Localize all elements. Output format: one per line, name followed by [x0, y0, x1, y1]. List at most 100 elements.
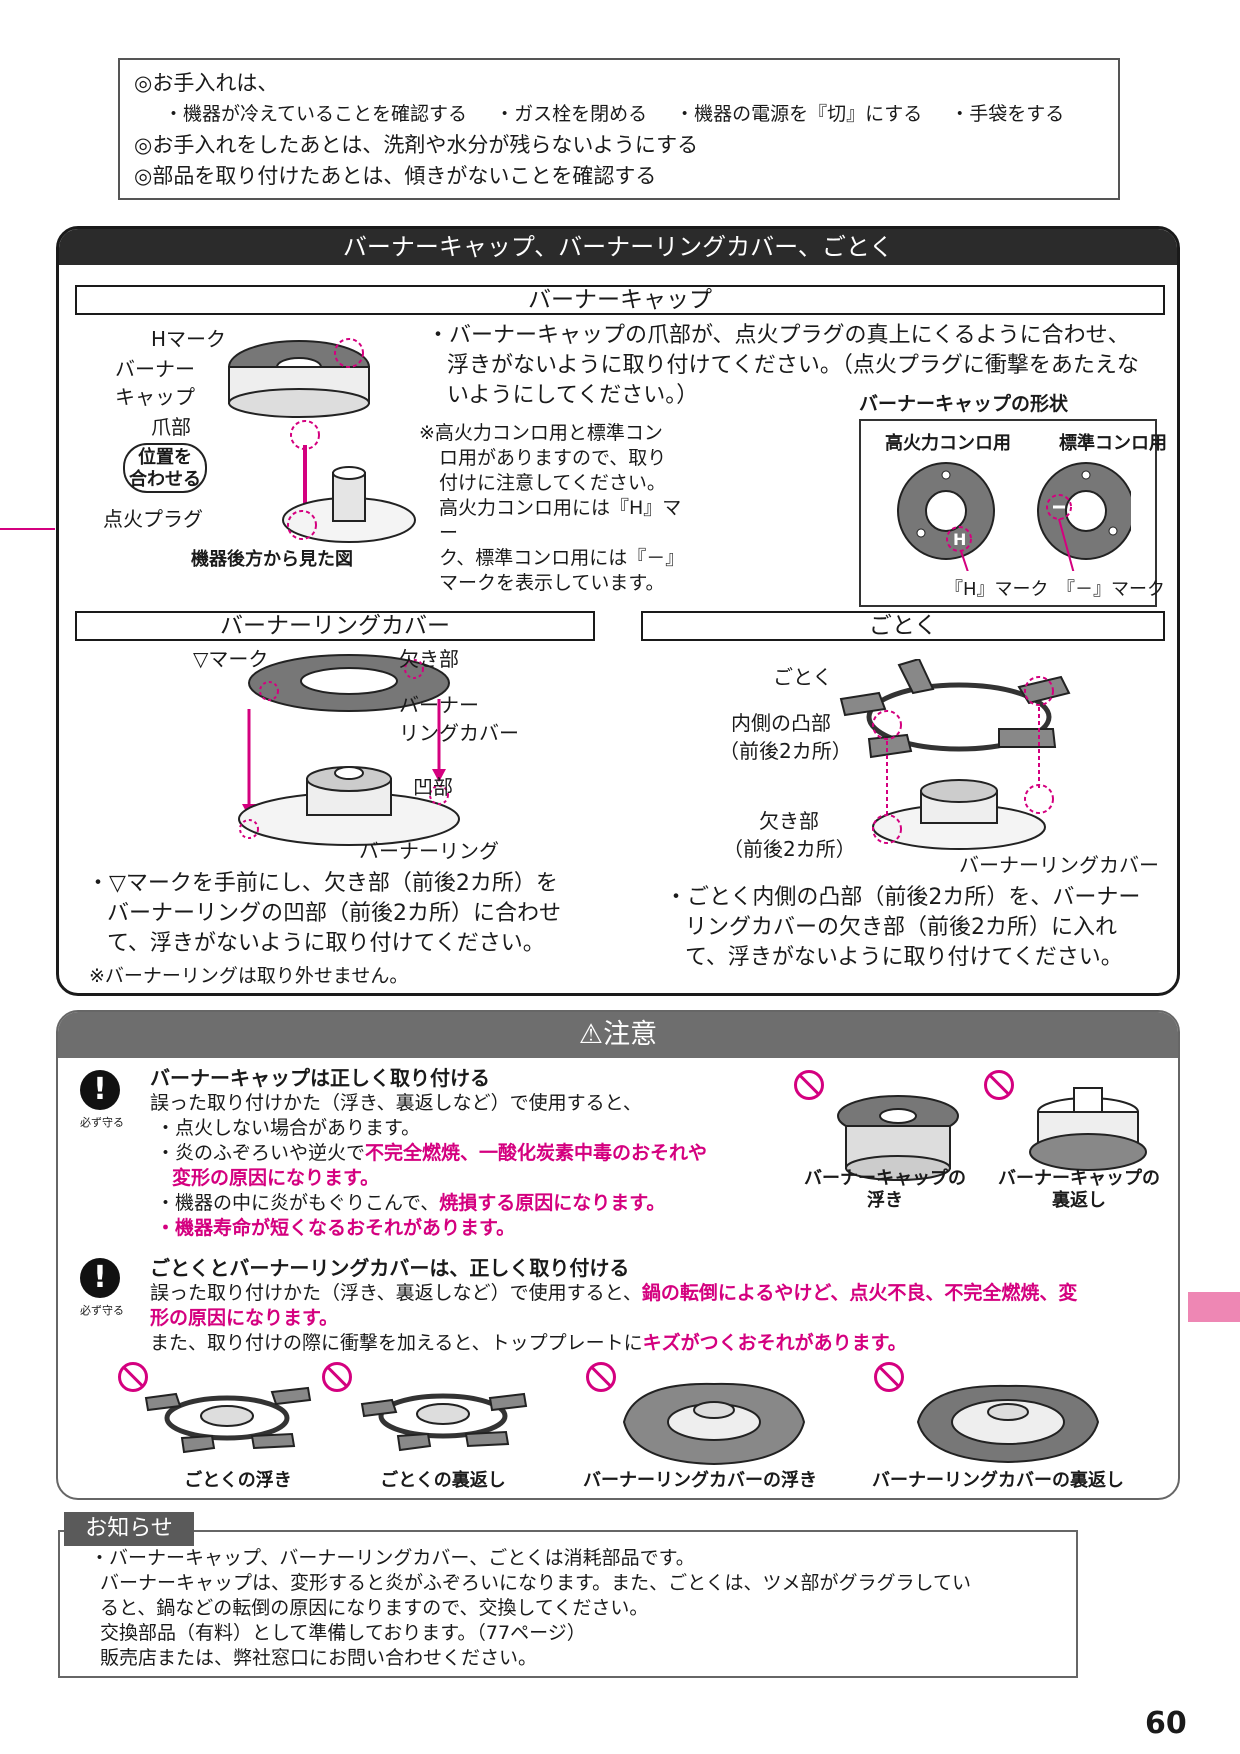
must-follow-icon: !	[80, 1258, 120, 1298]
shape-std-label: 標準コンロ用	[1059, 433, 1167, 454]
care-bullets: ・機器が冷えていることを確認する・ガス栓を閉める・機器の電源を『切』にする・手袋…	[134, 99, 1104, 130]
notice-line: 交換部品（有料）として準備しております。（77ページ）	[100, 1622, 586, 1644]
trivet-notch-label-1: 欠き部	[759, 809, 819, 833]
caution-1-b4-pink: ・機器寿命が短くなるおそれがあります。	[156, 1217, 516, 1239]
note-line: マークを表示しています。	[439, 572, 665, 594]
cover-flipped-illustration	[916, 1384, 1100, 1464]
ring-cover-label-2: リングカバー	[399, 721, 519, 745]
align-text-2: 合わせる	[129, 469, 201, 490]
care-line-4: ◎部品を取り付けたあとは、傾きがないことを確認する	[134, 164, 657, 188]
cover-flipped-caption: バーナーリングカバーの裏返し	[872, 1470, 1124, 1491]
h-mark-label: Hマーク	[151, 327, 227, 351]
prohibited-icon	[322, 1362, 352, 1392]
burner-cap-instruction: ・バーナーキャップの爪部が、点火プラグの真上にくるように合わせ、 浮きがないよう…	[427, 321, 1167, 411]
cap-flipped-caption: バーナーキャップの 裏返し	[984, 1168, 1174, 1212]
caution-1-b1: ・点火しない場合があります。	[156, 1117, 421, 1139]
caution-2-lead-pink2: 形の原因になります。	[150, 1307, 339, 1329]
claw-label: 爪部	[151, 415, 191, 439]
note-line: 高火力コンロ用には『H』マー	[439, 497, 682, 544]
plug-label: 点火プラグ	[103, 507, 203, 531]
cap-label-2: キャップ	[115, 385, 195, 409]
caution-1-b2-plain: ・炎のふぞろいや逆火で	[156, 1142, 366, 1164]
notch-label: 欠き部	[399, 647, 459, 671]
caution-item-1: バーナーキャップは正しく取り付ける 誤った取り付けかた（浮き、裏返しなど）で使用…	[150, 1066, 840, 1241]
burner-ring-label: バーナーリング	[359, 839, 499, 863]
cover-floating-caption: バーナーリングカバーの浮き	[583, 1470, 817, 1491]
caution-1-b2-pink2: 変形の原因になります。	[172, 1167, 380, 1189]
trivet-label: ごとく	[773, 665, 833, 689]
caution-1-b3-pink: 焼損する原因になります。	[439, 1192, 666, 1214]
caution-2-also-plain: また、取り付けの際に衝撃を加えると、トッププレートに	[150, 1332, 643, 1354]
align-badge: 位置を 合わせる	[123, 443, 207, 493]
notice-tab: お知らせ	[64, 1512, 194, 1546]
cap-floating-caption: バーナーキャップの 浮き	[790, 1168, 980, 1212]
caption-line: バーナーキャップの	[804, 1168, 966, 1189]
shape-title: バーナーキャップの形状	[859, 393, 1069, 415]
instruction-line: 浮きがないように取り付けてください。（点火プラグに衝撃をあたえな	[447, 353, 1139, 378]
cap-floating-illustration	[837, 1095, 959, 1181]
instruction-line: リングカバーの欠き部（前後2カ所）に入れ	[685, 915, 1117, 940]
instruction-line: て、浮きがないように取り付けてください。	[685, 945, 1123, 970]
instruction-line: ・▽マークを手前にし、欠き部（前後2カ所）を	[87, 871, 558, 896]
trivet-cover-label: バーナーリングカバー	[959, 853, 1159, 877]
recess-label: 凹部	[413, 775, 453, 799]
notice-line: ると、鍋などの転倒の原因になりますので、交換してください。	[100, 1597, 649, 1619]
parts-panel: バーナーキャップ、バーナーリングカバー、ごとく バーナーキャップ Hマーク バー…	[56, 226, 1180, 996]
caution-title: ⚠注意	[58, 1012, 1178, 1058]
care-line-3: ◎お手入れをしたあとは、洗剤や水分が残らないようにする	[134, 133, 699, 157]
h-mark-caption: 『H』マーク	[945, 579, 1049, 600]
note-line: 付けに注意してください。	[439, 472, 666, 494]
cap-label-1: バーナー	[115, 357, 195, 381]
burner-cap-note: ※高火力コンロ用と標準コン ロ用がありますので、取り 付けに注意してください。 …	[419, 421, 699, 596]
shape-box: 高火力コンロ用 標準コンロ用 H 『H』マーク 『－』マーク	[859, 419, 1167, 607]
note-line: ク、標準コンロ用には『－』	[439, 547, 685, 569]
caution-panel: ⚠注意 ! 必ず守る バーナーキャップは正しく取り付ける 誤った取り付けかた（浮…	[56, 1010, 1180, 1500]
caution-1-b3-plain: ・機器の中に炎がもぐりこんで、	[156, 1192, 440, 1214]
margin-marker	[0, 528, 55, 530]
prohibited-icon	[118, 1362, 148, 1392]
tri-mark-label: ▽マーク	[193, 647, 269, 671]
caution-2-also-pink: キズがつくおそれがあります。	[642, 1332, 907, 1354]
trivet-illustration	[839, 659, 1071, 850]
cap-shape-icons: H	[897, 462, 1131, 571]
instruction-line: バーナーリングの凹部（前後2カ所）に合わせ	[107, 901, 561, 926]
caution-1-b2-pink: 不完全燃焼、一酸化炭素中毒のおそれや	[365, 1142, 708, 1164]
caution-2-lead-plain: 誤った取り付けかた（浮き、裏返しなど）で使用すると、	[150, 1282, 642, 1304]
cap-flipped-illustration	[1029, 1087, 1147, 1171]
inner-boss-label-1: 内側の凸部	[731, 711, 831, 735]
care-bullet: ・ガス栓を閉める	[495, 103, 648, 125]
burner-cap-illustration	[228, 338, 416, 543]
instruction-line: ・ごとく内側の凸部（前後2カ所）を、バーナー	[665, 885, 1141, 910]
trivet-floating-caption: ごとくの浮き	[184, 1470, 292, 1491]
note-line: ロ用がありますので、取り	[439, 447, 667, 469]
caution-2-lead-pink: 鍋の転倒によるやけど、点火不良、不完全燃焼、変	[641, 1282, 1078, 1304]
must-follow-icon: !	[80, 1070, 120, 1110]
caution-1-heading: バーナーキャップは正しく取り付ける	[150, 1066, 490, 1090]
trivet-instruction: ・ごとく内側の凸部（前後2カ所）を、バーナー リングカバーの欠き部（前後2カ所）…	[665, 883, 1165, 973]
ring-cover-label-1: バーナー	[399, 693, 479, 717]
ring-cover-illustration	[238, 654, 460, 846]
h-mark-letter: H	[953, 530, 966, 549]
trivet-heading: ごとく	[641, 611, 1165, 641]
care-line-1: ◎お手入れは、	[134, 71, 279, 95]
caution-item-2: ごとくとバーナーリングカバーは、正しく取り付ける 誤った取り付けかた（浮き、裏返…	[150, 1256, 1170, 1356]
cover-floating-illustration	[622, 1382, 806, 1466]
instruction-line: いようにしてください。）	[447, 383, 699, 408]
prohibited-icon	[984, 1070, 1014, 1100]
ring-cover-instruction: ・▽マークを手前にし、欠き部（前後2カ所）を バーナーリングの凹部（前後2カ所）…	[87, 869, 597, 959]
prohibited-icon	[794, 1070, 824, 1100]
notice-box: ・バーナーキャップ、バーナーリングカバー、ごとくは消耗部品です。 バーナーキャッ…	[58, 1530, 1078, 1678]
prohibited-icon	[586, 1362, 616, 1392]
ring-cover-heading: バーナーリングカバー	[75, 611, 595, 641]
inner-boss-label-2: （前後2カ所）	[719, 739, 852, 763]
trivet-floating-illustration	[144, 1386, 312, 1454]
align-text-1: 位置を	[138, 447, 192, 468]
trivet-notch-label-2: （前後2カ所）	[723, 837, 856, 861]
notice-line: 販売店または、弊社窓口にお問い合わせください。	[100, 1647, 538, 1669]
must-follow-label: 必ず守る	[80, 1116, 124, 1129]
instruction-line: て、浮きがないように取り付けてください。	[107, 931, 545, 956]
caption-line: 浮き	[867, 1190, 903, 1211]
section-index-tab	[1188, 1292, 1240, 1322]
must-follow-label: 必ず守る	[80, 1304, 124, 1317]
note-line: ※高火力コンロ用と標準コン	[419, 422, 663, 444]
